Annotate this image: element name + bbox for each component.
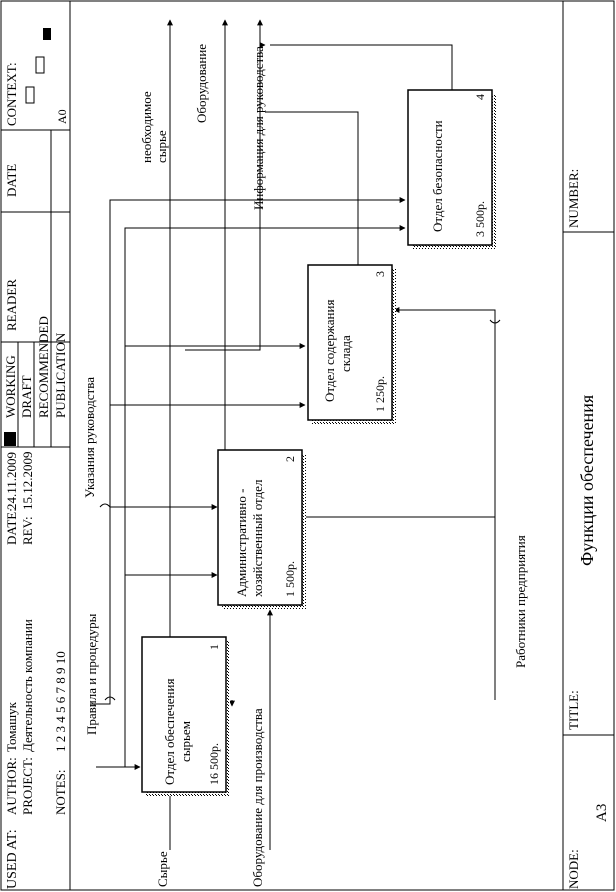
context-filled-box: [43, 28, 51, 40]
rev-label: REV:: [20, 516, 35, 545]
number-label: NUMBER:: [566, 169, 581, 228]
arrow-tilde: [104, 696, 116, 701]
label-control-rules: Правила и процедуры: [84, 613, 99, 735]
project-value: Деятельность компании: [20, 619, 35, 752]
label-output-equipment: Оборудование: [194, 44, 209, 123]
reader-date-label: DATE: [4, 164, 19, 197]
box-cost: 1 500р.: [283, 561, 297, 597]
context-node: A0: [55, 109, 69, 124]
author-label: AUTHOR:: [4, 757, 19, 815]
label-control-directives: Указания руководства: [82, 377, 97, 498]
label-output-info: Информация для руководства: [251, 46, 266, 210]
label-mech-workers: Работники предприятия: [513, 535, 528, 668]
arrow-control-rules-box4: [124, 225, 406, 346]
label-output-raw-line2: сырье: [154, 130, 169, 163]
box-title-line2: сырьем: [178, 721, 193, 762]
status-working: WORKING: [3, 355, 18, 418]
diagram-title: Функции обеспечения: [577, 395, 597, 566]
arrow-box4-to-info: [270, 44, 453, 90]
used-at-label: USED AT:: [5, 829, 20, 889]
box-cost: 16 500р.: [207, 743, 221, 785]
arrow-tilde: [99, 503, 111, 508]
arrow-tilde: [489, 319, 501, 324]
date-value: 24.11.2009: [4, 452, 19, 510]
project-label: PROJECT:: [20, 757, 35, 815]
arrow-input-raw: [167, 789, 173, 850]
label-input-raw: Сырье: [155, 851, 170, 887]
reader-label: READER: [4, 279, 19, 331]
box-number: 1: [207, 644, 221, 650]
status-publication: PUBLICATION: [53, 332, 68, 418]
rev-value: 15.12.2009: [20, 452, 35, 511]
box-cost: 1 250р.: [373, 376, 387, 412]
notes-label: NOTES:: [53, 770, 68, 816]
arrow-control-directives-box4: [109, 197, 406, 405]
box-title-line1: Отдел безопасности: [430, 120, 445, 232]
box-title-line2: склада: [338, 335, 353, 372]
context-empty-box: [35, 56, 45, 74]
label-output-raw-line1: необходимое: [139, 91, 154, 163]
arrow-mech-workers-box2: [299, 514, 496, 700]
arrow-mech-workers-box3: [393, 307, 496, 517]
box-title-line1: Административно -: [234, 489, 249, 597]
box-frame: [141, 636, 227, 793]
arrow-control-directives-box2: [90, 504, 218, 705]
author-value: Томашук: [4, 701, 19, 752]
footer-strip: NODE: A3 TITLE: Функции обеспечения NUMB…: [562, 1, 614, 890]
box-title-line1: Отдел обеспечения: [162, 679, 177, 785]
arrow-output-info: [185, 42, 266, 351]
node-label: NODE:: [566, 849, 581, 889]
status-draft: DRAFT: [19, 375, 34, 418]
box-number: 3: [373, 271, 387, 277]
status-recommended: RECOMMENDED: [36, 316, 51, 418]
notes-numbers: 1 2 3 4 5 6 7 8 9 10: [53, 651, 68, 752]
label-mech-equipment: Оборудование для производства: [250, 708, 265, 887]
box-frame: [217, 449, 303, 606]
box-number: 4: [473, 94, 487, 100]
box-title-line1: Отдел содержания: [322, 300, 337, 402]
box-number: 2: [283, 456, 297, 462]
context-label: CONTEXT:: [4, 62, 19, 126]
arrow-box3-to-info: [265, 111, 359, 265]
activity-box-4[interactable]: Отдел безопасности 3 500р. 4: [407, 89, 496, 249]
context-empty-box: [25, 86, 35, 104]
node-value: A3: [594, 804, 610, 822]
activity-box-1[interactable]: Отдел обеспечения сырьем 16 500р. 1: [141, 636, 230, 796]
box-frame: [407, 89, 493, 246]
box-title-line2: хозяйственный отдел: [250, 479, 265, 597]
date-label: DATE:: [4, 508, 19, 545]
box-cost: 3 500р.: [473, 201, 487, 237]
activity-box-2[interactable]: Административно - хозяйственный отдел 1 …: [217, 449, 306, 609]
activity-box-3[interactable]: Отдел содержания склада 1 250р. 3: [307, 264, 396, 424]
box-frame: [307, 264, 393, 421]
title-label: TITLE:: [566, 690, 581, 730]
working-status-indicator: [4, 432, 16, 446]
header-strip: USED AT: AUTHOR: Томашук PROJECT: Деятел…: [1, 1, 71, 890]
